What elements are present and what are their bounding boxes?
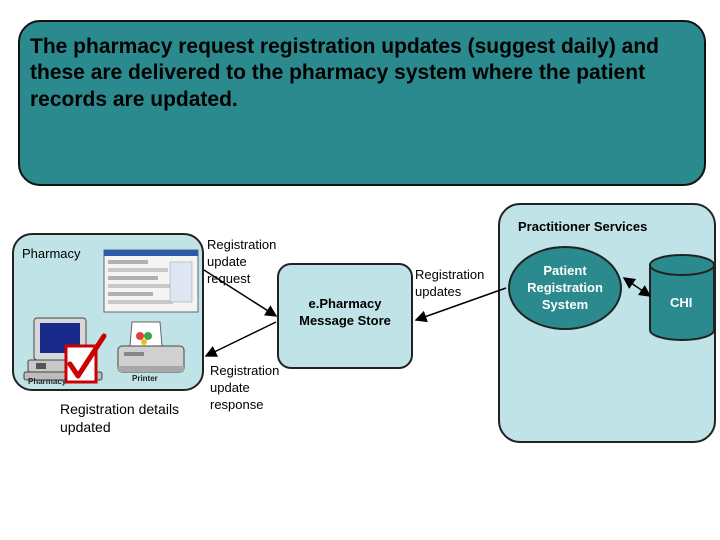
printer-icon xyxy=(117,321,185,373)
message-store-label: e.Pharmacy Message Store xyxy=(299,296,391,328)
description-banner xyxy=(18,20,706,186)
response-label: Registration update response xyxy=(210,363,280,412)
request-label: Registration update request xyxy=(207,237,277,286)
practitioner-services-title: Practitioner Services xyxy=(518,219,648,234)
screenshot-thumbnail xyxy=(103,249,199,313)
updates-arrow xyxy=(414,287,507,323)
message-store-box xyxy=(277,263,413,369)
request-arrow xyxy=(203,269,278,317)
oval-chi-arrow xyxy=(622,277,652,297)
patient-registration-label: Patient Registration System xyxy=(527,263,603,312)
response-arrow xyxy=(204,321,277,357)
details-updated-label: Registration details updated xyxy=(60,401,180,436)
patient-registration-oval xyxy=(508,246,622,330)
chi-label: CHI xyxy=(670,295,693,310)
banner-text: The pharmacy request registration update… xyxy=(30,35,659,111)
checkmark-icon xyxy=(64,333,107,384)
database-icon xyxy=(649,254,715,341)
updates-label: Registration updates xyxy=(415,267,485,299)
computer-label: Pharmacy xyxy=(28,377,67,386)
printer-label: Printer xyxy=(132,374,158,383)
pharmacy-title: Pharmacy xyxy=(22,246,81,261)
